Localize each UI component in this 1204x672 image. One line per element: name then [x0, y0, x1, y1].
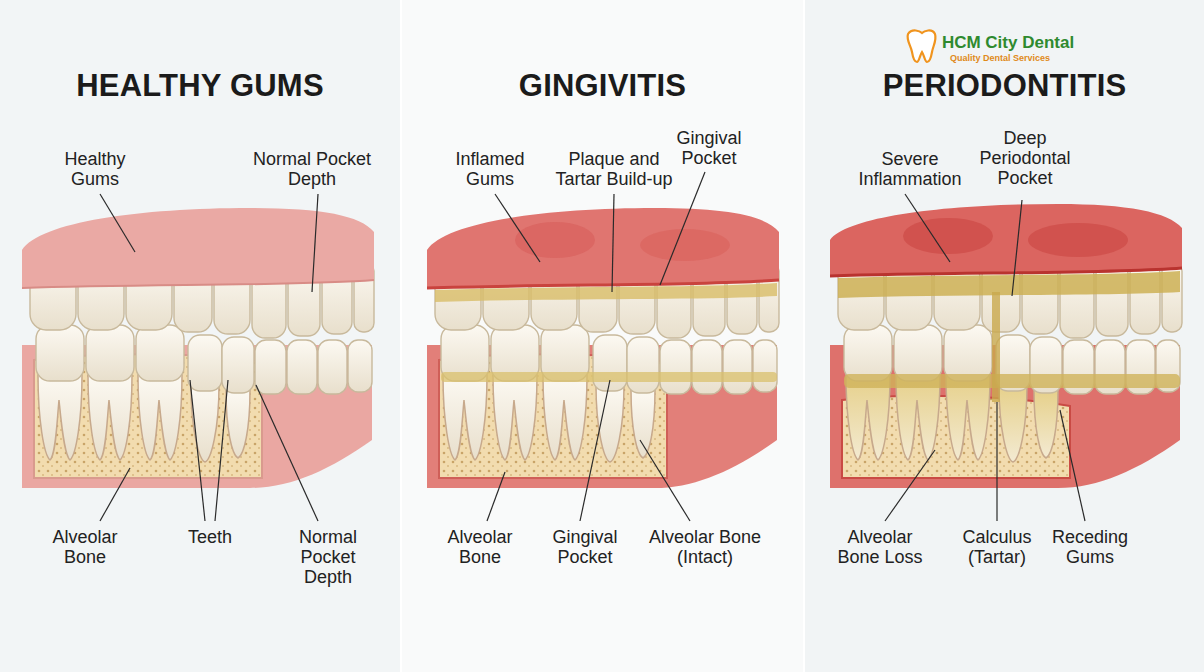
logo-tooth-icon	[908, 30, 936, 62]
callout-label: Plaque and Tartar Build-up	[544, 149, 684, 189]
panel-heading: HEALTHY GUMS	[0, 68, 400, 104]
callout-label: Calculus (Tartar)	[952, 527, 1042, 567]
callout-label: Alveolar Bone	[40, 527, 130, 567]
callout-label: Alveolar Bone Loss	[830, 527, 930, 567]
panel-heading: GINGIVITIS	[402, 68, 803, 104]
callout-label: Normal Pocket Depth	[288, 527, 368, 587]
callout-label: Alveolar Bone	[435, 527, 525, 567]
logo-text: HCM City Dental	[933, 33, 1083, 52]
panel-heading: PERIODONTITIS	[805, 68, 1204, 104]
callout-label: Alveolar Bone (Intact)	[635, 527, 775, 567]
callout-label: Gingival Pocket	[540, 527, 630, 567]
callout-label: Receding Gums	[1045, 527, 1135, 567]
callout-label: Inflamed Gums	[445, 149, 535, 189]
callout-label: Healthy Gums	[50, 149, 140, 189]
callout-label: Gingival Pocket	[664, 128, 754, 168]
callout-label: Teeth	[175, 527, 245, 547]
panel-band: PERIODONTITIS	[805, 0, 1204, 672]
callout-label: Severe Inflammation	[855, 149, 965, 189]
logo-text: Quality Dental Services	[930, 53, 1070, 63]
callout-label: Normal Pocket Depth	[250, 149, 375, 189]
callout-label: Deep Periodontal Pocket	[965, 128, 1085, 188]
panel-band: GINGIVITIS	[402, 0, 803, 672]
